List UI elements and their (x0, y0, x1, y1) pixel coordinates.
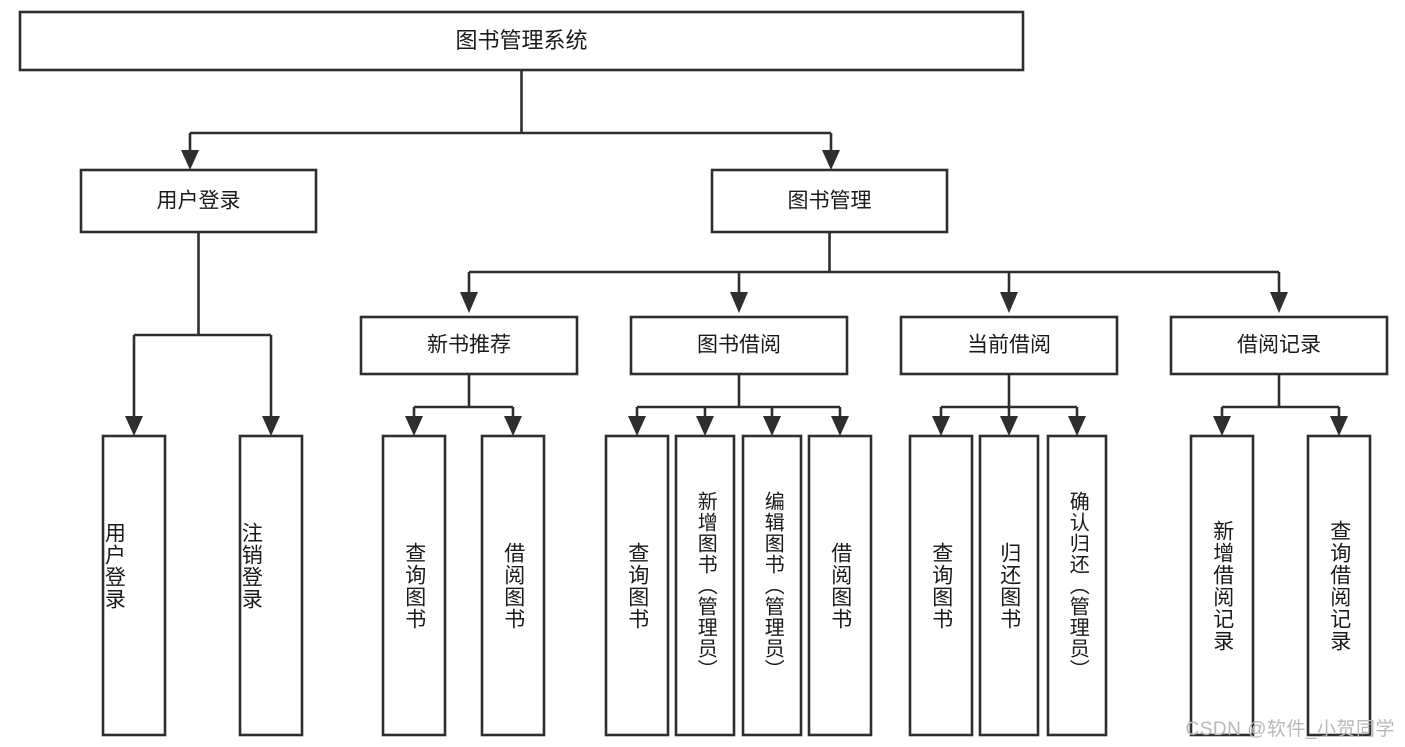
leaf-label-logout: 注销登录 (239, 521, 263, 610)
leaf-box[interactable] (480, 434, 546, 737)
leaf-label-return-book: 归还图书 (997, 541, 1021, 630)
leaf-label-confirm-return-admin: 确认归还（管理员） (1066, 491, 1089, 680)
connector-current-to-leaves (932, 374, 1086, 436)
leaf-box[interactable] (978, 434, 1040, 737)
leaf-label-query-book-current: 查询图书 (929, 541, 953, 630)
node-book-borrow[interactable]: 图书借阅 (629, 315, 849, 376)
leaf-box[interactable] (101, 434, 167, 737)
connector-userlogin-to-leaves (125, 232, 280, 436)
leaf-box[interactable] (741, 434, 803, 737)
node-current-borrow-label: 当前借阅 (967, 334, 1051, 357)
leaf-box[interactable] (1046, 434, 1108, 737)
node-book-borrow-label: 图书借阅 (697, 334, 781, 357)
leaf-box[interactable] (908, 434, 974, 737)
leaf-box[interactable] (674, 434, 736, 737)
leaf-label-add-book-admin: 新增图书（管理员） (694, 491, 717, 680)
leaf-label-user-login: 用户登录 (102, 521, 126, 610)
leaf-label-query-borrow-record: 查询借阅记录 (1327, 519, 1351, 652)
leaf-boxes (101, 434, 1372, 737)
leaf-box[interactable] (807, 434, 873, 737)
node-current-borrow[interactable]: 当前借阅 (899, 315, 1119, 376)
node-user-login[interactable]: 用户登录 (79, 168, 318, 234)
node-book-management-label: 图书管理 (788, 190, 872, 213)
leaf-box[interactable] (381, 434, 447, 737)
leaf-label-edit-book-admin: 编辑图书（管理员） (761, 491, 784, 680)
node-root-label: 图书管理系统 (455, 28, 587, 53)
connector-root-to-level1 (181, 70, 840, 170)
connector-bookmgmt-to-modules (460, 232, 1288, 313)
leaf-label-add-borrow-record: 新增借阅记录 (1210, 519, 1234, 652)
node-new-book-recommend-label: 新书推荐 (427, 334, 511, 357)
connector-records-to-leaves (1213, 374, 1348, 436)
node-book-management[interactable]: 图书管理 (710, 168, 949, 234)
leaf-box[interactable] (604, 434, 670, 737)
node-root[interactable]: 图书管理系统 (18, 10, 1025, 72)
leaf-box[interactable] (238, 434, 304, 737)
node-user-login-label: 用户登录 (157, 190, 241, 213)
leaf-box[interactable] (1189, 434, 1255, 737)
leaf-box[interactable] (1306, 434, 1372, 737)
leaf-label-borrow-book-newbooks: 借阅图书 (501, 541, 525, 630)
node-borrow-records[interactable]: 借阅记录 (1169, 315, 1389, 376)
connector-newbooks-to-leaves (405, 374, 522, 436)
node-borrow-records-label: 借阅记录 (1237, 334, 1321, 357)
node-new-book-recommend[interactable]: 新书推荐 (359, 315, 579, 376)
leaf-label-borrow-book-borrow: 借阅图书 (828, 541, 852, 630)
leaf-label-query-book-borrow: 查询图书 (625, 541, 649, 630)
csdn-watermark: CSDN @软件_小贺同学 (1185, 719, 1395, 740)
leaf-label-query-book-newbooks: 查询图书 (402, 541, 426, 630)
connector-borrow-to-leaves (628, 374, 849, 436)
